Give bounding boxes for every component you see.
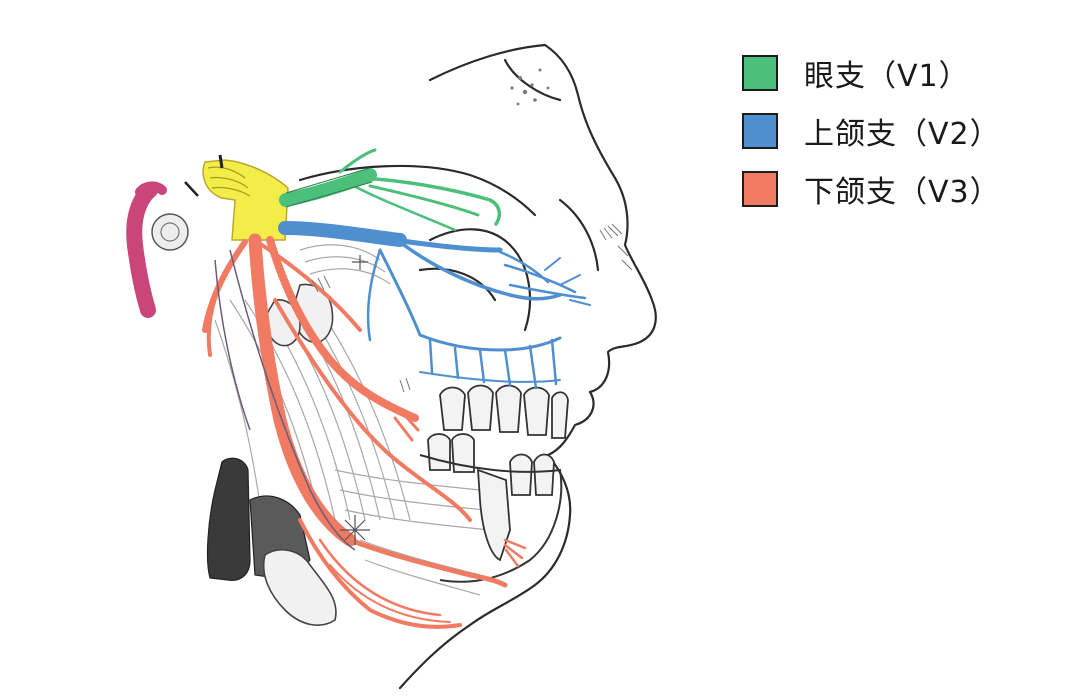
skull-stipple [510, 68, 550, 106]
legend-swatch-v1 [742, 55, 778, 91]
legend-item-v2: 上颌支（V2） [742, 102, 1001, 160]
legend-item-v1: 眼支（V1） [742, 44, 1001, 102]
accessory-fibers [214, 249, 356, 551]
legend-swatch-v3 [742, 171, 778, 207]
carotid-artery-top [135, 181, 167, 197]
v3-mandibular-branch [202, 233, 527, 629]
v1-branch-outline [285, 167, 373, 208]
carotid-artery [126, 182, 158, 318]
engraving-marks [311, 223, 633, 393]
legend-label-v3: 下颌支（V3） [804, 175, 1001, 210]
legend-swatch-v2 [742, 113, 778, 149]
legend-item-v3: 下颌支（V3） [742, 160, 1001, 218]
v1-ophthalmic-branch [279, 148, 502, 232]
legend-label-v2: 上颌支（V2） [804, 117, 1001, 152]
upper-teeth [439, 384, 569, 439]
legend: 眼支（V1） 上颌支（V2） 下颌支（V3） [742, 44, 1001, 218]
ear-canal [151, 213, 189, 251]
trigeminal-ganglion [184, 154, 289, 241]
legend-label-v1: 眼支（V1） [804, 59, 970, 94]
v2-maxillary-branch [278, 221, 591, 390]
gland [262, 283, 337, 626]
star-ganglion [340, 255, 370, 545]
